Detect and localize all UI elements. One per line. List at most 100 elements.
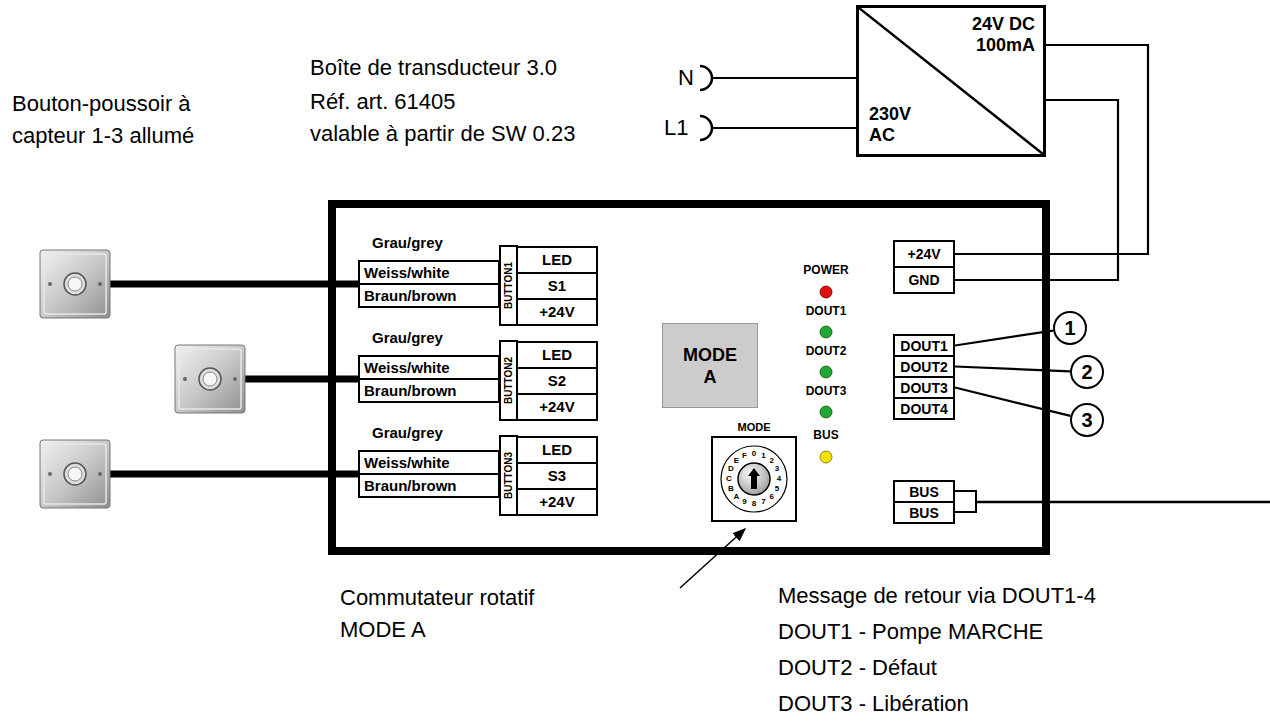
wire-colour: Grau/grey <box>372 424 443 441</box>
terminal-label: S1 <box>516 272 598 300</box>
switch-label: MODE <box>724 421 784 434</box>
led-label: BUS <box>786 428 866 442</box>
leader-arrow <box>680 529 745 588</box>
terminal-label: +24V <box>516 298 598 326</box>
terminal-box: +24V <box>893 240 955 268</box>
dial-position: B <box>726 484 736 494</box>
wire-colour-box: Weiss/white <box>358 260 500 285</box>
mode-display: MODE A <box>662 323 758 408</box>
node-text: BUS <box>909 505 939 521</box>
node-text: 230V AC <box>869 104 931 146</box>
callout-text: Commutateur rotatif MODE A <box>340 582 572 646</box>
led-label: DOUT3 <box>786 384 866 398</box>
terminal-box: DOUT4 <box>893 397 955 420</box>
plug-symbol <box>700 116 712 140</box>
bus-wire <box>976 501 1270 504</box>
rotary-dial <box>721 446 787 512</box>
node-text: MODE A <box>678 344 742 388</box>
led-label: DOUT2 <box>786 344 866 358</box>
note-text: DOUT3 - Libération <box>778 688 969 720</box>
button-cable <box>110 471 358 478</box>
node-text: DOUT3 <box>900 380 947 396</box>
button-cable <box>245 376 358 383</box>
wire-connector <box>955 331 1053 346</box>
dial-position: 9 <box>739 497 749 507</box>
dial-position: 7 <box>759 497 769 507</box>
wire-colour-box: Braun/brown <box>358 473 500 498</box>
plug-symbol <box>700 66 712 90</box>
dial-position: 8 <box>749 499 759 509</box>
dial-position: 4 <box>774 474 784 484</box>
wire-connector <box>955 367 1070 372</box>
dial-position: C <box>724 474 734 484</box>
note-text: Boîte de transducteur 3.0 <box>310 52 557 84</box>
callout-number: 2 <box>1070 355 1104 389</box>
terminal-box: DOUT2 <box>893 355 955 378</box>
mains-label: N <box>678 62 694 94</box>
dial-position: E <box>731 456 741 466</box>
push-button <box>40 250 110 318</box>
bus-bridge <box>955 491 976 512</box>
node-text: 3 <box>1081 409 1092 432</box>
wire-colour: Grau/grey <box>372 234 443 251</box>
node-text: 1 <box>1064 317 1075 340</box>
dial-position: 1 <box>759 451 769 461</box>
callout-number: 3 <box>1070 403 1104 437</box>
led-label: DOUT1 <box>786 304 866 318</box>
dial-position: 3 <box>772 464 782 474</box>
button-cable <box>110 281 358 288</box>
mains-label: L1 <box>664 112 688 144</box>
status-led <box>820 326 832 338</box>
wire-connector <box>955 388 1070 416</box>
node-text: DOUT4 <box>900 401 947 417</box>
node-text: GND <box>908 272 939 288</box>
push-button <box>175 345 245 413</box>
terminal-box: DOUT1 <box>893 334 955 357</box>
terminal-label: S2 <box>516 367 598 395</box>
wire-colour: Grau/grey <box>372 329 443 346</box>
knob-arrow <box>748 468 760 489</box>
led-label: POWER <box>786 263 866 277</box>
housing-outline <box>332 204 1046 551</box>
dial-position: 0 <box>749 449 759 459</box>
dial-position: 6 <box>767 492 777 502</box>
mains-wire <box>712 77 856 79</box>
terminal-label: +24V <box>516 488 598 516</box>
terminal-label: LED <box>516 436 598 464</box>
terminal-label: LED <box>516 341 598 369</box>
power-supply: 24V DC 100mA 230V AC <box>856 5 1046 157</box>
rotary-switch <box>712 437 796 521</box>
terminal-label: LED <box>516 246 598 274</box>
rotary-knob <box>738 463 770 495</box>
terminal-box: BUS <box>893 480 955 503</box>
terminal-box: GND <box>893 266 955 294</box>
node-text: 24V DC 100mA <box>953 14 1035 56</box>
node-text: +24V <box>907 246 940 262</box>
status-led <box>820 366 832 378</box>
dial-position: D <box>726 464 736 474</box>
dial-position: A <box>731 492 741 502</box>
note-text: Réf. art. 61405 <box>310 86 456 118</box>
status-led <box>820 406 832 418</box>
terminal-box: DOUT3 <box>893 376 955 399</box>
terminal-label: S3 <box>516 462 598 490</box>
wire-colour-box: Braun/brown <box>358 283 500 308</box>
mains-wire <box>712 127 856 129</box>
node-text: DOUT2 <box>900 359 947 375</box>
note-text: DOUT1 - Pompe MARCHE <box>778 616 1043 648</box>
terminal-label: +24V <box>516 393 598 421</box>
node-text: 2 <box>1081 361 1092 384</box>
callout-number: 1 <box>1053 311 1087 345</box>
node-text: DOUT1 <box>900 338 947 354</box>
callout-text: Bouton-poussoir à capteur 1-3 allumé <box>12 88 244 152</box>
note-text: DOUT2 - Défaut <box>778 652 937 684</box>
terminal-box: BUS <box>893 501 955 524</box>
wire-colour-box: Braun/brown <box>358 378 500 403</box>
node-text: BUS <box>909 484 939 500</box>
push-button <box>40 440 110 508</box>
note-text: Message de retour via DOUT1-4 <box>778 580 1096 612</box>
bus-led <box>820 451 832 463</box>
wire-colour-box: Weiss/white <box>358 450 500 475</box>
note-text: valable à partir de SW 0.23 <box>310 118 575 150</box>
